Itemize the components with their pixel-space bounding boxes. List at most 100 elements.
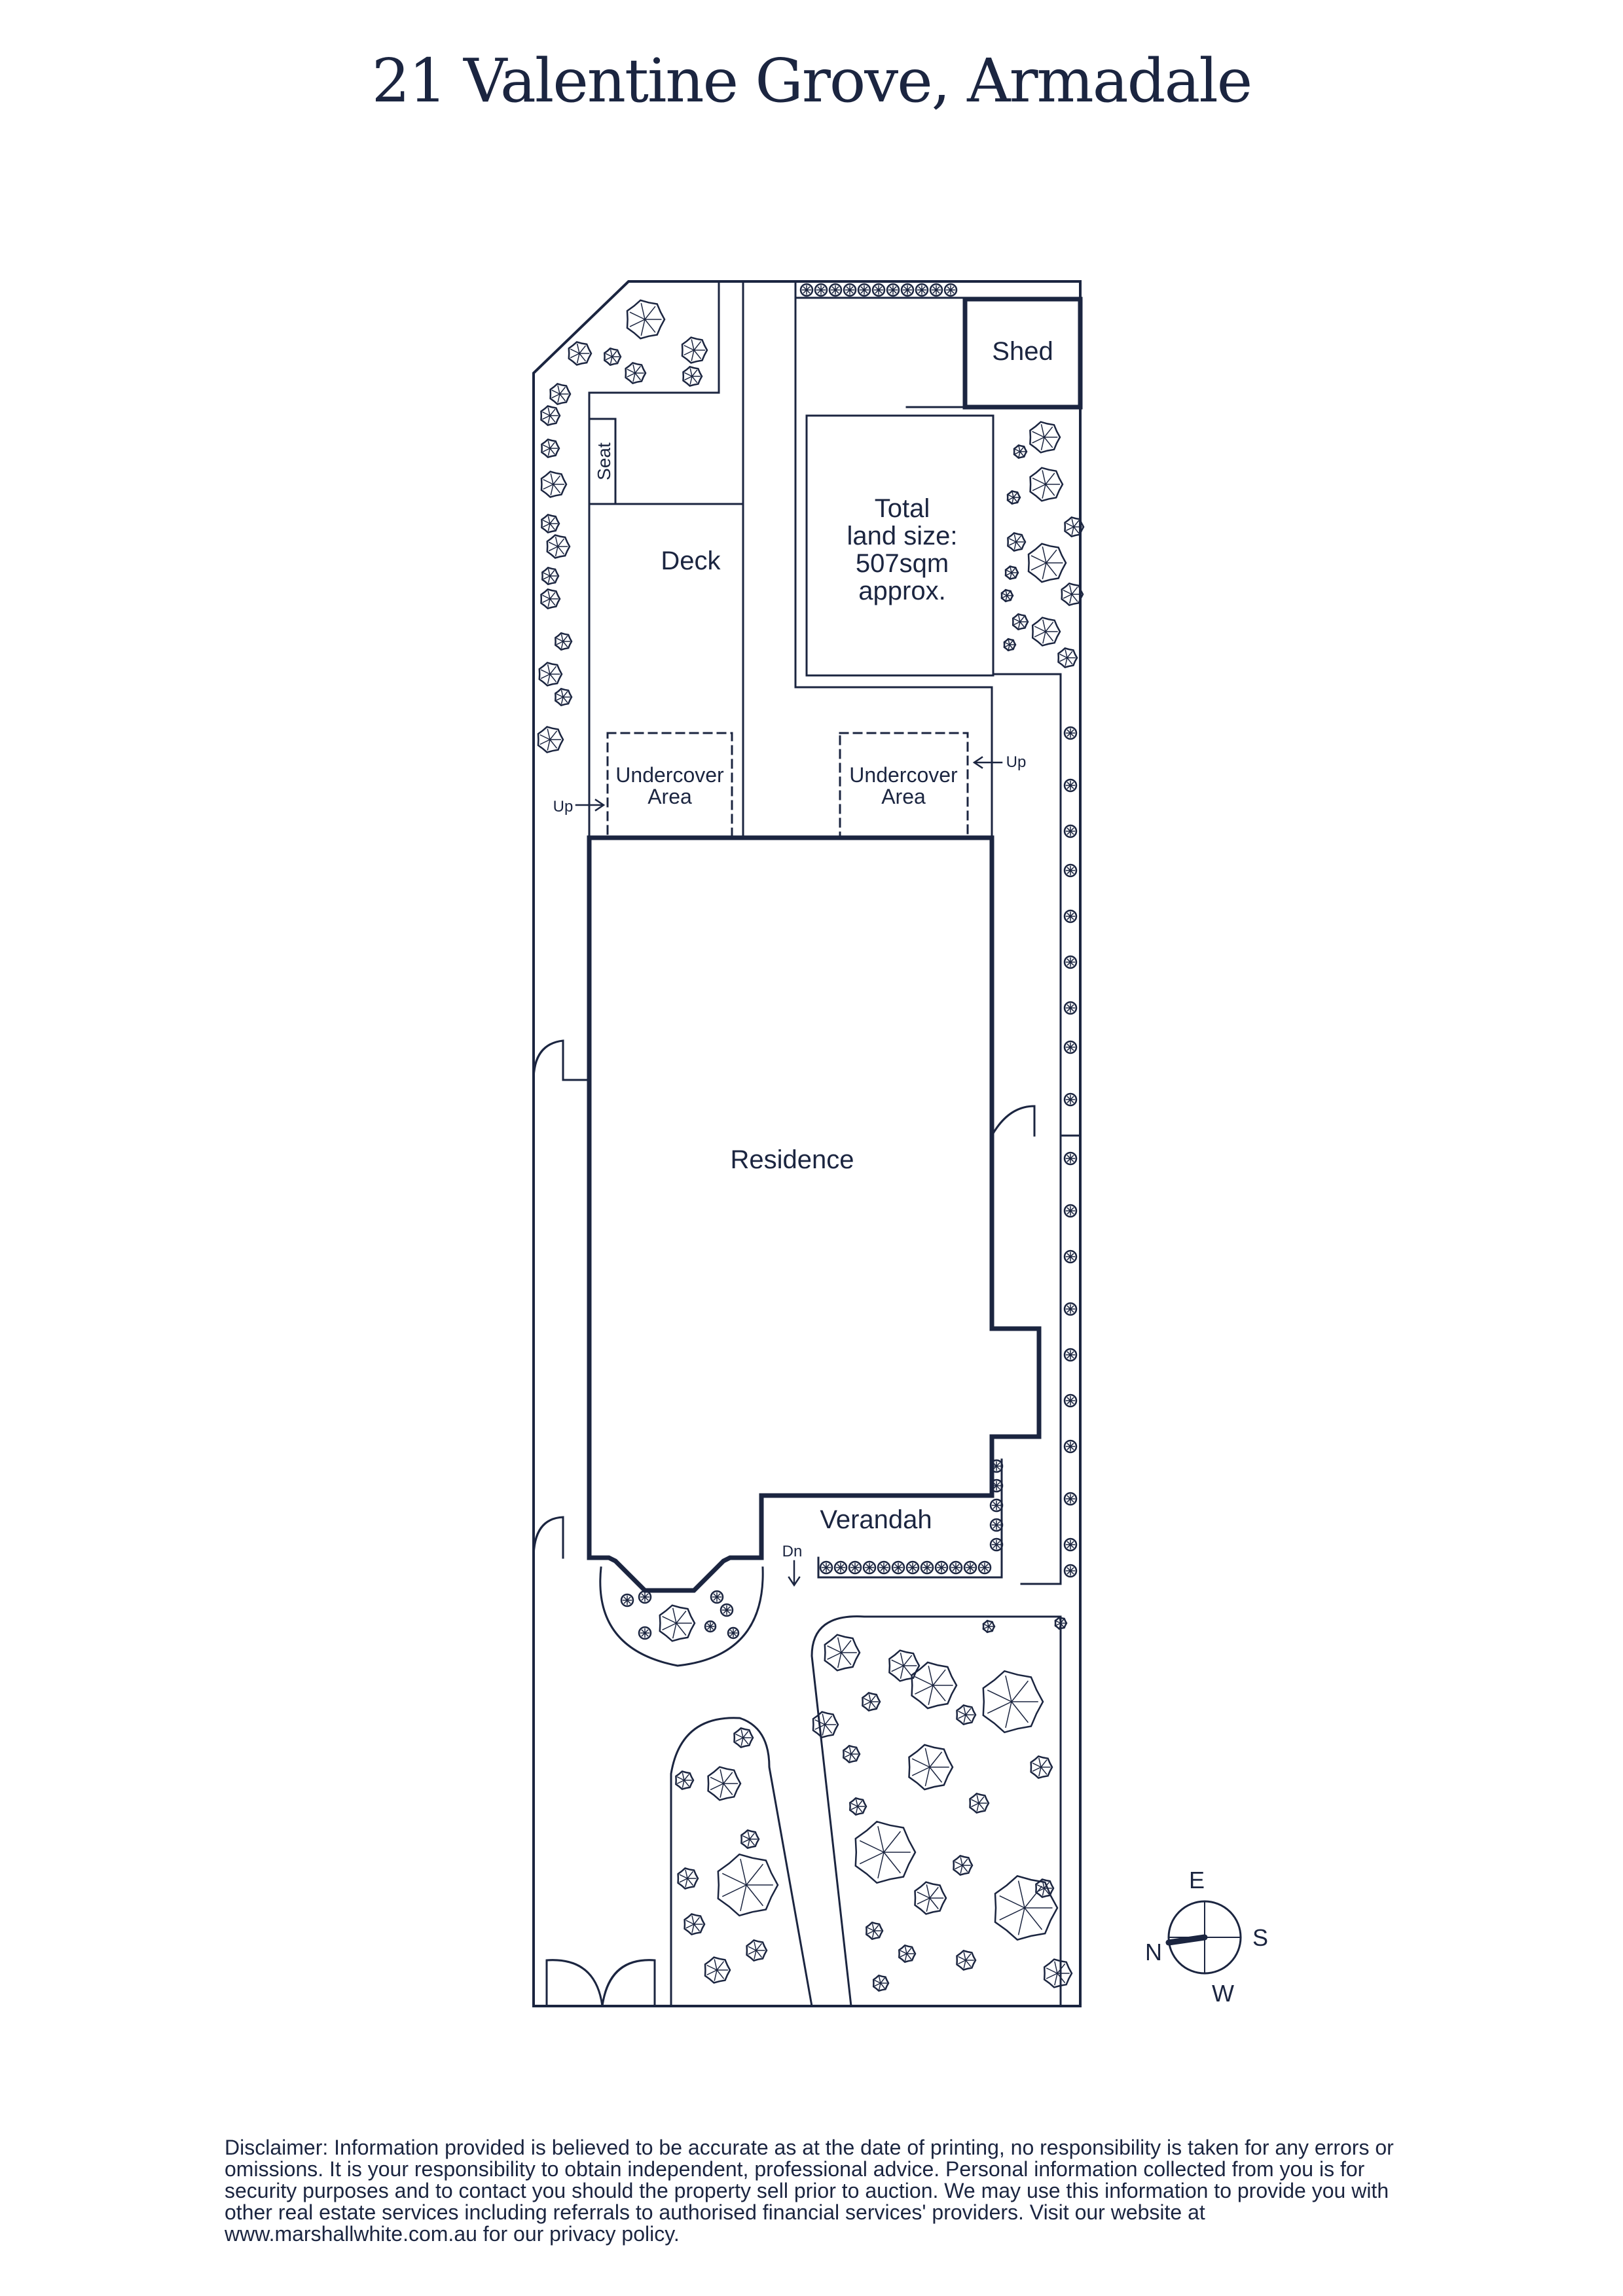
tree-detail <box>915 1685 934 1695</box>
tree-detail <box>929 1886 939 1899</box>
shrub-icon <box>929 283 943 297</box>
tree-icon <box>1000 588 1014 603</box>
tree-detail <box>1011 1680 1029 1702</box>
tree-detail <box>1065 657 1068 666</box>
tree-detail <box>1015 541 1022 548</box>
shrub-icon <box>1063 1393 1078 1408</box>
tree-detail <box>685 1924 695 1929</box>
tree-detail <box>1073 526 1080 534</box>
tree-detail <box>1009 640 1013 645</box>
tree-detail <box>848 1747 852 1755</box>
shrub-detail <box>993 1521 1000 1529</box>
shrub-detail <box>981 1564 989 1571</box>
tree-detail <box>1032 437 1045 444</box>
tree-icon <box>684 1913 706 1935</box>
residence-label: Residence <box>730 1145 854 1174</box>
tree-detail <box>543 484 554 490</box>
tree-detail <box>965 1714 972 1722</box>
tree-detail <box>878 1982 881 1990</box>
tree-detail <box>855 1806 858 1814</box>
tree-detail <box>1040 423 1045 438</box>
tree-icon <box>625 362 647 384</box>
tree-detail <box>684 1774 690 1781</box>
tree-detail <box>542 444 551 449</box>
tree-detail <box>928 1685 934 1705</box>
shrub-detail <box>1067 867 1074 874</box>
shrub-icon <box>799 283 814 297</box>
tree-detail <box>963 1960 966 1969</box>
shrub-icon <box>886 283 900 297</box>
tree-detail <box>543 478 554 485</box>
tree-detail <box>928 1666 934 1686</box>
tree-detail <box>672 1623 677 1639</box>
tree-detail <box>644 319 656 333</box>
tree-detail <box>634 365 642 374</box>
shrub-icon <box>1063 1001 1078 1015</box>
tree-detail <box>693 350 702 359</box>
tree-detail <box>706 1964 718 1971</box>
tree-detail <box>549 598 556 606</box>
tree-detail <box>903 1665 913 1677</box>
shrub-detail <box>1067 1305 1074 1313</box>
tree-detail <box>562 641 568 648</box>
tree-detail <box>911 1758 930 1768</box>
tree-detail <box>958 1714 966 1719</box>
tree-detail <box>878 1976 881 1984</box>
shrub-detail <box>1067 1096 1074 1103</box>
tree-icon <box>717 1853 779 1917</box>
up-right-label: Up <box>1006 753 1027 771</box>
tree-detail <box>693 341 702 351</box>
door-arc-left-upper <box>532 1039 564 1081</box>
tree-detail <box>1002 595 1008 598</box>
tree-detail <box>742 1835 750 1840</box>
shrub-icon <box>1063 1249 1078 1264</box>
tree-detail <box>891 1665 904 1672</box>
dn-arrow-head <box>788 1576 801 1587</box>
shrub-icon <box>900 283 915 297</box>
tree-detail <box>549 739 558 749</box>
tree-detail <box>1011 572 1015 578</box>
tree-icon <box>898 1944 917 1964</box>
tree-detail <box>1042 470 1046 485</box>
tree-detail <box>958 1956 966 1961</box>
tree-detail <box>1057 1963 1066 1974</box>
tree-detail <box>548 541 558 547</box>
tree-detail <box>1071 586 1078 595</box>
tree-detail <box>549 673 557 683</box>
tree-detail <box>1036 1884 1045 1889</box>
tree-detail <box>547 598 551 607</box>
tree-detail <box>555 546 558 557</box>
tree-detail <box>611 350 617 357</box>
tree-detail <box>900 1665 904 1679</box>
tree-detail <box>1024 1907 1043 1930</box>
tree-detail <box>721 1873 747 1886</box>
tree-detail <box>560 634 564 642</box>
tree-detail <box>570 348 580 354</box>
tree-icon <box>843 1744 861 1764</box>
tree-detail <box>824 1724 833 1734</box>
tree-detail <box>1019 621 1025 628</box>
tree-detail <box>562 635 568 642</box>
tree-detail <box>1013 497 1017 503</box>
shrub-icon <box>989 1479 1004 1493</box>
tree-icon <box>746 1939 768 1962</box>
tree-detail <box>547 569 551 577</box>
tree-icon <box>956 1704 977 1725</box>
tree-detail <box>971 1803 979 1808</box>
tree-detail <box>549 408 556 416</box>
tree-detail <box>1044 426 1053 438</box>
tree-detail <box>756 1943 763 1951</box>
shrub-icon <box>720 1603 734 1617</box>
tree-detail <box>562 691 568 698</box>
shrub-detail <box>918 286 926 294</box>
shrub-icon <box>905 1560 920 1575</box>
shrub-detail <box>831 286 839 294</box>
tree-detail <box>1006 572 1012 576</box>
tree-icon <box>541 439 560 458</box>
tree-detail <box>627 372 636 378</box>
tree-detail <box>1017 615 1021 622</box>
tree-icon <box>555 632 573 651</box>
tree-detail <box>874 1979 881 1984</box>
tree-icon <box>540 471 568 498</box>
tree-detail <box>551 389 560 395</box>
